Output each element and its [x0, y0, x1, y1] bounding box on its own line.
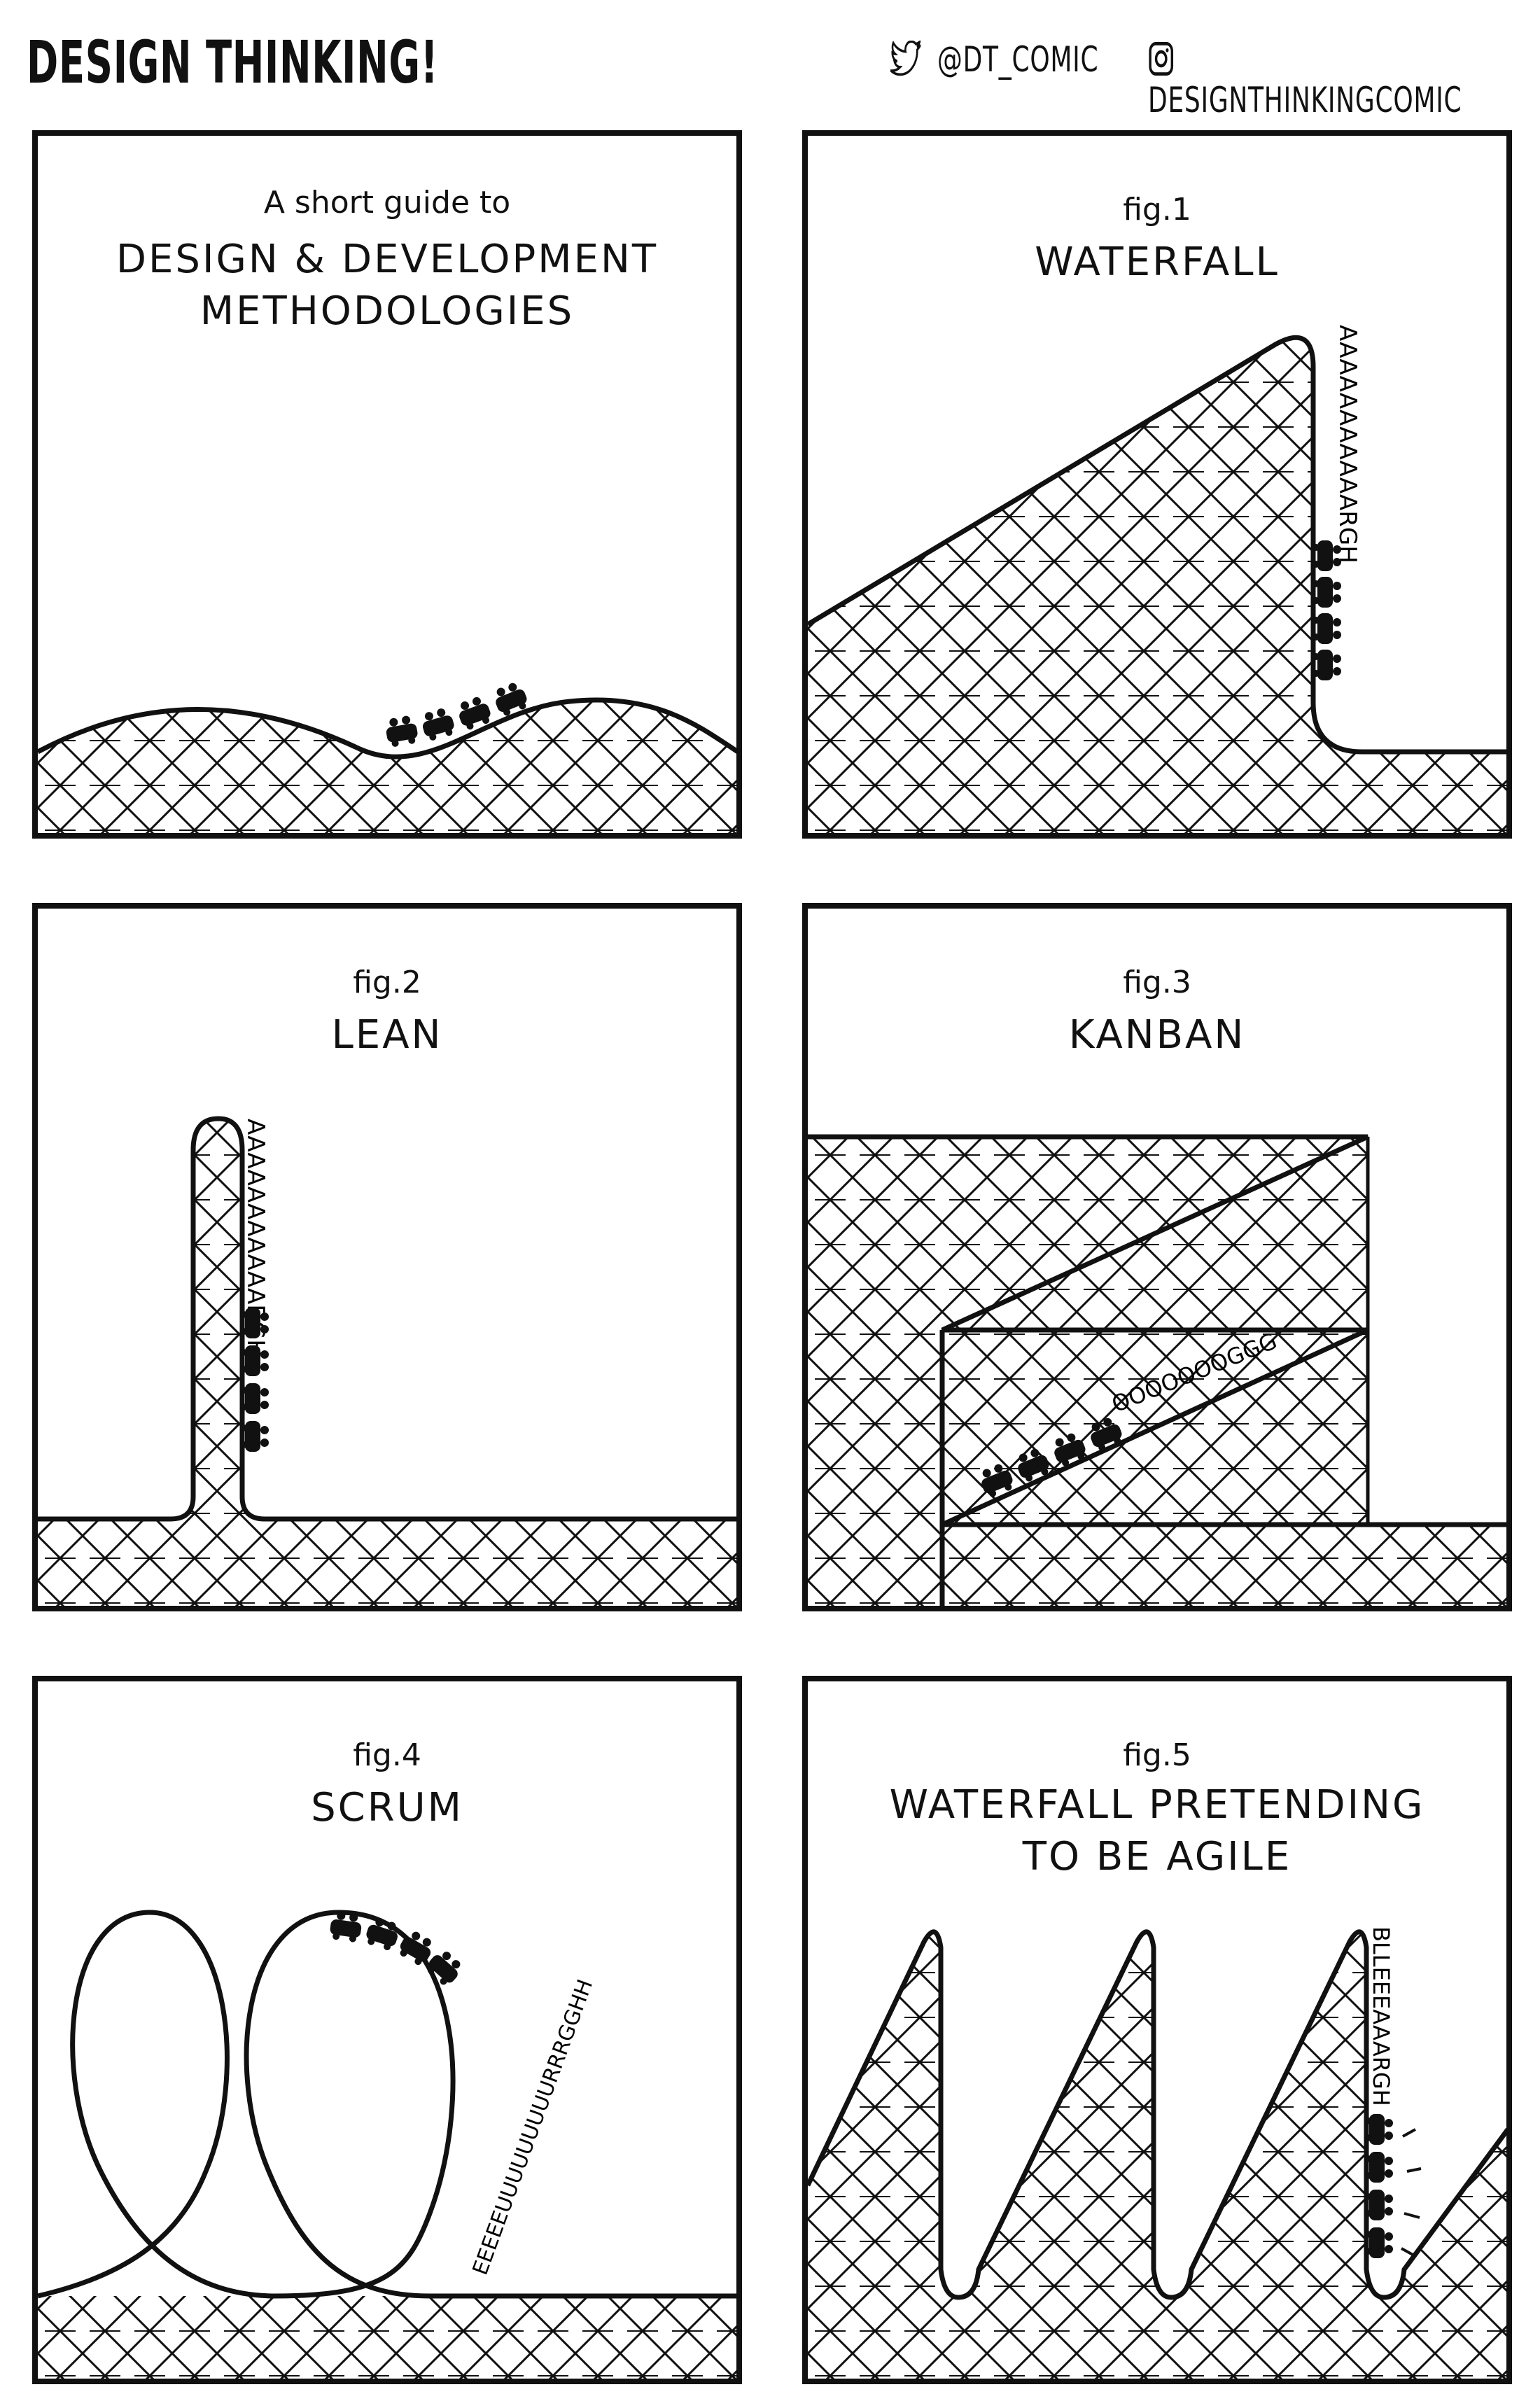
sawtooth-coaster: BLLEEEAAARGH	[808, 1926, 1506, 2379]
waterfall-coaster: AAAAAAAAAAARGH	[808, 325, 1506, 833]
panel-lean: fig.2 LEAN AAAAAAAAAAARGH	[32, 903, 742, 1611]
fig-label: fig.1	[1123, 192, 1191, 227]
fig-label: fig.4	[353, 1737, 421, 1773]
twitter-bird-icon	[888, 39, 937, 80]
gentle-hills-coaster	[38, 680, 736, 833]
panel-title-line1: WATERFALL PRETENDING	[889, 1782, 1425, 1828]
coaster-car	[384, 714, 419, 748]
panel-title-line2: TO BE AGILE	[1022, 1834, 1292, 1879]
twitter-handle: @DT_COMIC	[937, 39, 1099, 80]
coaster-car	[419, 706, 457, 743]
scream-text: EEEEEUUUUUUUUURRRGGHH	[468, 1976, 598, 2278]
twitter-link[interactable]: @DT_COMIC	[888, 39, 1099, 80]
intro-text: A short guide to	[263, 185, 511, 220]
instagram-handle: DESIGNTHINKINGCOMIC	[1148, 80, 1462, 120]
coaster-car	[1312, 650, 1341, 680]
motion-lines	[1401, 2128, 1422, 2257]
coaster-car	[1312, 577, 1341, 608]
panel-title: KANBAN	[1068, 1012, 1246, 1058]
coaster-car	[1312, 613, 1341, 644]
instagram-link[interactable]: DESIGNTHINKINGCOMIC	[1148, 39, 1462, 120]
instagram-camera-icon	[1148, 39, 1182, 80]
panel-title: WATERFALL	[1035, 239, 1280, 285]
kanban-coaster: OOOOOOOGGG	[808, 1134, 1506, 1606]
scream-text: BLLEEEAAARGH	[1368, 1926, 1394, 2106]
panel-title-line2: METHODOLOGIES	[200, 288, 575, 334]
panel-scrum: fig.4 SCRUM EEEEEUUUUUUUUURRRGGHH	[32, 1676, 742, 2384]
panel-waterfall-agile: fig.5 WATERFALL PRETENDING TO BE AGILE B…	[802, 1676, 1512, 2384]
coaster-car	[363, 1915, 402, 1952]
panel-kanban: fig.3 KANBAN OOOOOOOGGG	[802, 903, 1512, 1611]
scream-text: AAAAAAAAAAARGH	[1334, 325, 1362, 564]
panel-waterfall: fig.1 WATERFALL AAAAAAAAAAARGH	[802, 130, 1512, 839]
panel-intro: A short guide to DESIGN & DEVELOPMENT ME…	[32, 130, 742, 839]
scrum-coaster: EEEEEUUUUUUUUURRRGGHH	[38, 1910, 736, 2379]
panel-title: LEAN	[331, 1012, 443, 1058]
fig-label: fig.3	[1123, 965, 1191, 1000]
panel-title: SCRUM	[311, 1785, 463, 1830]
fig-label: fig.5	[1123, 1737, 1191, 1773]
comic-title: DESIGN THINKING!	[27, 28, 439, 97]
fig-label: fig.2	[353, 965, 421, 1000]
panel-title-line1: DESIGN & DEVELOPMENT	[115, 237, 659, 282]
lean-coaster: AAAAAAAAAAARGH	[38, 1116, 736, 1606]
